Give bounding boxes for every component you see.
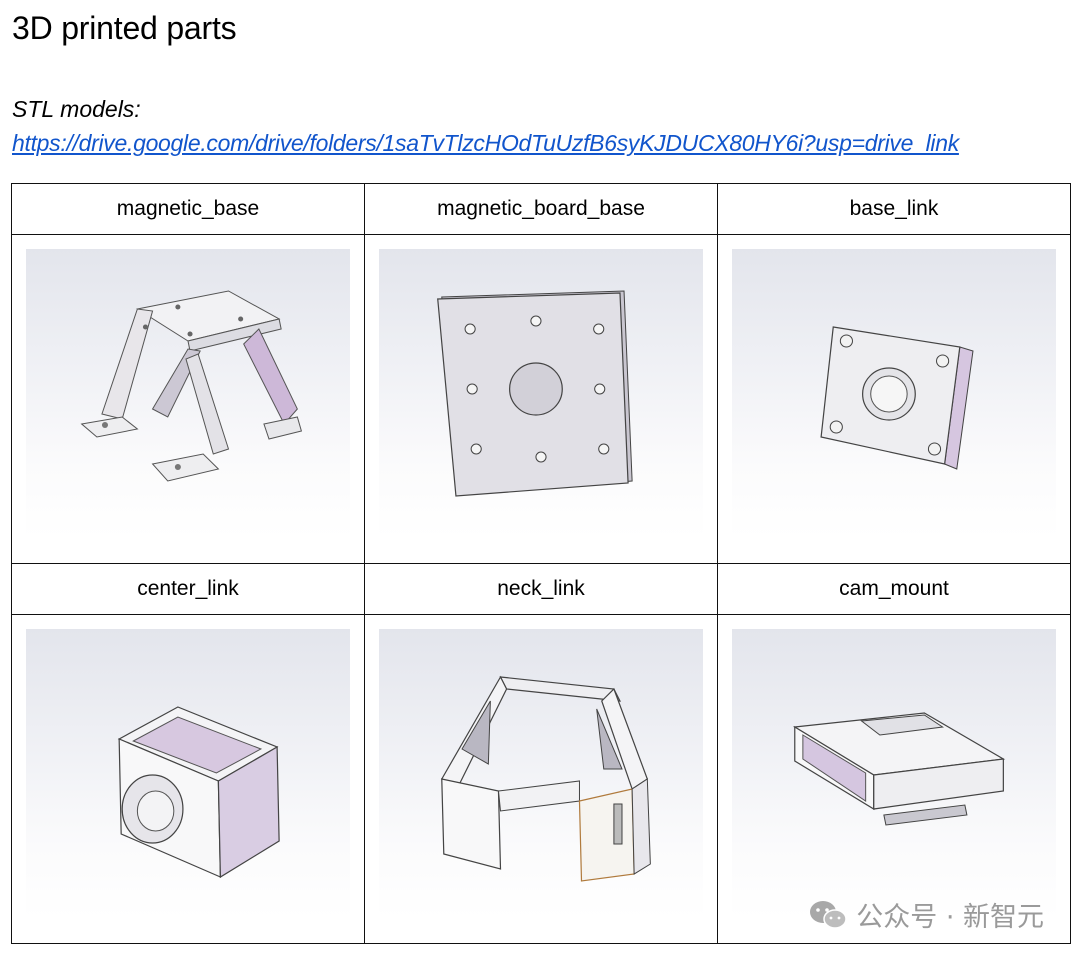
- part-name-cell: base_link: [717, 183, 1071, 235]
- parts-table: magnetic_base magnetic_board_base base_l…: [11, 183, 1071, 944]
- watermark-text: 公众号 · 新智元: [856, 902, 1044, 933]
- part-name-cell: neck_link: [364, 563, 718, 615]
- cam-mount-render: [732, 629, 1056, 919]
- wechat-icon: [810, 900, 847, 929]
- part-name-cell: cam_mount: [717, 563, 1071, 615]
- part-image-cell: [717, 614, 1071, 944]
- part-image-cell: [11, 234, 365, 564]
- base-link-render: [732, 249, 1056, 539]
- watermark: 公众号 · 新智元: [808, 895, 1044, 934]
- part-name-cell: magnetic_base: [11, 183, 365, 235]
- table-row: center_link neck_link cam_mount: [11, 563, 1071, 615]
- neck-link-render: [379, 629, 703, 919]
- part-name: neck_link: [497, 577, 585, 600]
- part-image-cell: [11, 614, 365, 944]
- part-name: center_link: [137, 577, 239, 600]
- part-name: magnetic_base: [116, 197, 260, 220]
- part-name-cell: magnetic_board_base: [364, 183, 718, 235]
- part-image-cell: [364, 614, 718, 944]
- stl-models-link[interactable]: https://drive.google.com/drive/folders/1…: [12, 130, 959, 156]
- page-title: 3D printed parts: [12, 10, 237, 46]
- part-name-cell: center_link: [11, 563, 365, 615]
- magnetic-board-base-render: [379, 249, 703, 539]
- part-image-cell: [364, 234, 718, 564]
- table-row: magnetic_base magnetic_board_base base_l…: [11, 183, 1071, 235]
- magnetic-base-render: [26, 249, 350, 539]
- table-row: [11, 614, 1071, 944]
- part-name: cam_mount: [839, 577, 949, 600]
- part-name: base_link: [849, 197, 939, 220]
- part-name: magnetic_board_base: [437, 197, 645, 220]
- center-link-render: [26, 629, 350, 919]
- stl-models-label: STL models:: [12, 96, 141, 122]
- part-image-cell: [717, 234, 1071, 564]
- table-row: [11, 234, 1071, 564]
